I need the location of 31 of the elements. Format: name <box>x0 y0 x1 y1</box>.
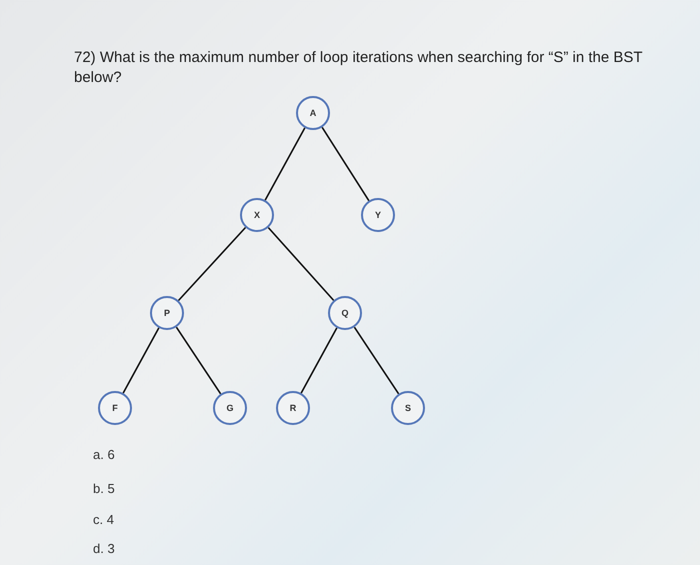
tree-node-circle <box>240 198 274 232</box>
tree-edge <box>264 128 306 200</box>
node-letter: R <box>290 403 296 413</box>
node-letter: Y <box>374 210 381 220</box>
tree-node-circle <box>296 96 330 130</box>
tree-node-circle <box>328 296 362 330</box>
answer-option: b. 5 <box>93 481 115 496</box>
node-letter: X <box>254 210 260 220</box>
tree-edge <box>268 227 334 301</box>
node-letter: G <box>226 403 234 413</box>
node-letter: A <box>310 108 316 118</box>
answer-option: c. 4 <box>93 512 114 527</box>
tree-node-circle <box>98 391 132 425</box>
tree-edge <box>354 326 400 394</box>
tree-node-circle <box>213 391 247 425</box>
node-letter: P <box>164 308 170 318</box>
tree-node-circle <box>150 296 184 330</box>
tree-node-circle <box>361 198 395 232</box>
tree-edge <box>300 328 338 394</box>
tree-edge <box>178 226 246 302</box>
answer-option: d. 3 <box>93 541 115 556</box>
tree-node-circle <box>276 391 310 425</box>
question-text: 72) What is the maximum number of loop iterations when searching for “S” in the BST below? <box>74 48 644 88</box>
node-letter: S <box>404 403 411 413</box>
node-letter: Q <box>341 308 348 318</box>
node-letter: F <box>112 403 118 413</box>
tree-edge <box>321 126 370 202</box>
tree-edge <box>122 328 160 394</box>
answer-option: a. 6 <box>93 447 115 462</box>
tree-node-circle <box>391 391 425 425</box>
tree-edge <box>176 326 222 394</box>
